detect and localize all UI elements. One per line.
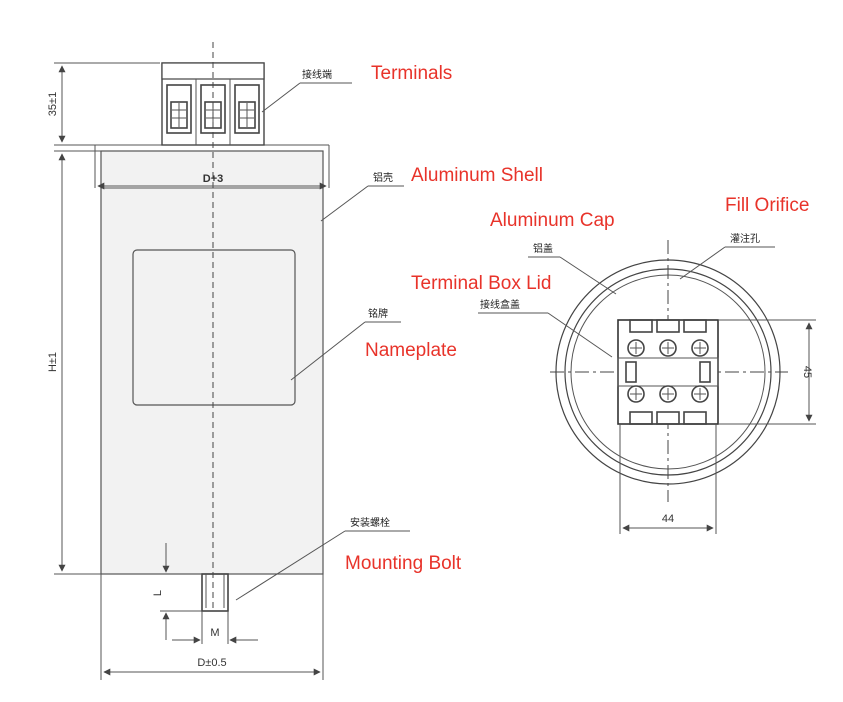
callout-mounting-bolt: 安装螺栓 Mounting Bolt — [235, 516, 462, 601]
aluminum-cap-en-label: Aluminum Cap — [490, 210, 615, 231]
fill-orifice-zh-label: 灌注孔 — [730, 232, 760, 245]
nameplate-en-label: Nameplate — [365, 340, 457, 361]
callout-aluminum-shell: 铝壳 Aluminum Shell — [320, 165, 543, 222]
terminal-screw-bottom-center — [659, 385, 677, 403]
top-view-height-dimension: 45 — [801, 366, 813, 378]
bolt-thread-dimension: M — [210, 627, 219, 639]
terminals-en-label: Terminals — [371, 63, 452, 84]
terminal-screw — [166, 84, 192, 134]
terminal-box-lid-zh-label: 接线盒盖 — [480, 298, 520, 311]
side-view: 35±1 H±1 D+3 L M D±0.5 — [47, 42, 330, 680]
nameplate-zh-label: 铭牌 — [368, 307, 388, 320]
top-height-dimension: 35±1 — [47, 92, 59, 116]
bolt-length-dimension: L — [152, 590, 164, 596]
callout-aluminum-cap: 铝盖 Aluminum Cap — [490, 210, 617, 295]
callout-terminals: 接线端 Terminals — [261, 63, 452, 113]
nameplate — [132, 249, 296, 406]
terminal-screw-top-center — [659, 339, 677, 357]
terminal-box-lid-en-label: Terminal Box Lid — [411, 273, 551, 294]
bottom-diameter-dimension: D±0.5 — [197, 657, 226, 669]
callout-terminal-box-lid: 接线盒盖 Terminal Box Lid — [411, 273, 613, 358]
terminal-screw-top-left — [627, 339, 645, 357]
mounting-bolt — [201, 573, 229, 612]
aluminum-cap-zh-label: 铝盖 — [533, 242, 553, 255]
terminals-zh-label: 接线端 — [302, 68, 332, 81]
height-dimension: H±1 — [47, 352, 59, 372]
fill-orifice-en-label: Fill Orifice — [725, 195, 809, 216]
aluminum-shell-zh-label: 铝壳 — [373, 171, 393, 184]
callout-nameplate: 铭牌 Nameplate — [290, 307, 457, 381]
top-diameter-dimension: D+3 — [203, 173, 224, 185]
aluminum-shell-en-label: Aluminum Shell — [411, 165, 543, 186]
top-view: 44 45 — [550, 240, 816, 534]
callout-fill-orifice: 灌注孔 Fill Orifice — [679, 195, 809, 280]
mounting-bolt-zh-label: 安装螺栓 — [350, 516, 390, 529]
terminal-box — [617, 319, 719, 425]
mounting-bolt-en-label: Mounting Bolt — [345, 553, 462, 574]
top-view-width-dimension: 44 — [662, 513, 674, 525]
terminal-screw — [234, 84, 260, 134]
terminal-screw-bottom-right — [691, 385, 709, 403]
terminal-screw-bottom-left — [627, 385, 645, 403]
terminal-screw-top-right — [691, 339, 709, 357]
